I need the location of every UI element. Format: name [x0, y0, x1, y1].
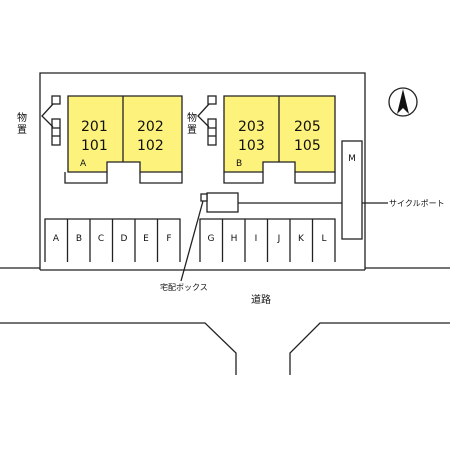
parking-a-label: A: [53, 234, 60, 244]
building-a: 201 101 202 102 A: [64, 95, 183, 184]
parking-l-label: L: [321, 234, 326, 244]
delivery-box: [200, 193, 208, 202]
storage-b-leader: [197, 103, 210, 128]
unit-105-label: 105: [294, 138, 321, 154]
storage-a-label-1: 物: [17, 111, 27, 124]
unit-101-label: 101: [81, 138, 108, 154]
storage-b-label-1: 物: [187, 111, 197, 124]
parking-c-label: C: [98, 234, 104, 244]
parking-b-label: B: [76, 234, 82, 244]
parking-m: [341, 140, 363, 240]
parking-i-label: I: [255, 234, 258, 244]
delivery-box-leader: [180, 200, 204, 282]
parking-f-label: F: [166, 234, 171, 244]
cycle-port-label: サイクルポート: [389, 199, 445, 208]
building-a-body: [67, 95, 183, 173]
north-arrow-icon: [388, 87, 418, 117]
parking-j-label: J: [277, 234, 281, 244]
parking-right-row: [199, 218, 336, 262]
unit-205-label: 205: [294, 119, 321, 135]
unit-201-label: 201: [81, 119, 108, 135]
unit-203-label: 203: [238, 119, 265, 135]
building-b-label: B: [236, 159, 242, 169]
storage-b: 物 置: [187, 95, 217, 146]
cycle-port: [206, 192, 239, 213]
parking-left-row: [44, 218, 181, 262]
storage-a-leader: [41, 103, 54, 128]
road-label: 道路: [251, 293, 271, 306]
parking-h-label: H: [231, 234, 238, 244]
storage-a-box: [51, 118, 61, 146]
storage-a-label-2: 置: [17, 124, 27, 136]
unit-202-label: 202: [137, 119, 164, 135]
storage-a: 物 置: [17, 95, 61, 146]
unit-103-label: 103: [238, 138, 265, 154]
storage-a-small-box: [51, 95, 61, 105]
storage-b-box: [207, 118, 217, 146]
delivery-box-label: 宅配ボックス: [160, 282, 208, 292]
parking-g-label: G: [208, 234, 215, 244]
parking-d-label: D: [121, 234, 128, 244]
site-boundary: [39, 72, 366, 270]
storage-b-label-2: 置: [187, 124, 197, 136]
storage-b-small-box: [207, 95, 217, 105]
road-edge-bottom-left: [0, 322, 237, 375]
building-b-ledge: [223, 172, 336, 184]
parking-m-label: M: [348, 154, 356, 164]
building-a-ledge: [64, 172, 183, 184]
parking-k-label: K: [298, 234, 305, 244]
road-edge-bottom-right: [289, 322, 450, 375]
unit-102-label: 102: [137, 138, 164, 154]
parking-e-label: E: [143, 234, 149, 244]
building-a-label: A: [80, 159, 87, 169]
building-b: 203 103 205 105 B: [223, 95, 336, 184]
